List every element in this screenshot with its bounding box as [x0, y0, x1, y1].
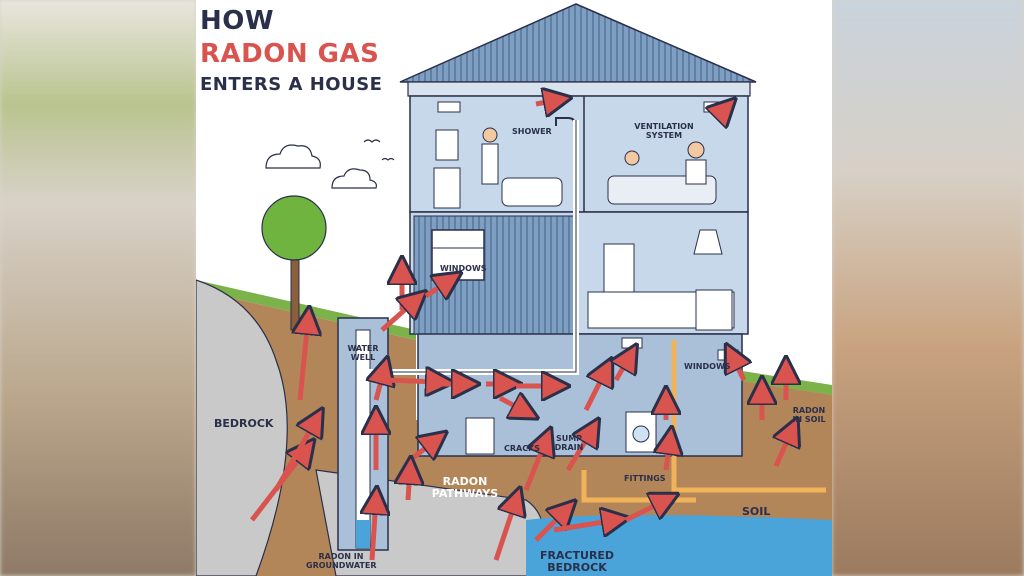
house-illustration — [196, 3, 832, 576]
bird-icon — [363, 139, 395, 161]
label-sump-drain: SUMP DRAIN — [554, 434, 584, 452]
label-radon-in-groundwater: RADON IN GROUNDWATER — [306, 552, 377, 570]
label-windows-basement: WINDOWS — [684, 362, 731, 371]
title-line-2: RADON GAS — [200, 39, 380, 69]
label-radon-in-soil: RADON IN SOIL — [792, 406, 826, 424]
label-bedrock: BEDROCK — [214, 417, 274, 430]
label-windows-upper: WINDOWS — [440, 264, 487, 273]
label-ventilation-system: VENTILATION SYSTEM — [634, 122, 694, 140]
label-cracks: CRACKS — [504, 444, 541, 453]
label-radon-pathways: RADON PATHWAYS — [431, 475, 499, 500]
blurred-background-right — [832, 0, 1024, 576]
title-line-3: ENTERS A HOUSE — [200, 74, 383, 95]
label-fittings: FITTINGS — [624, 474, 666, 483]
blurred-background-left — [0, 0, 196, 576]
tree-crown — [261, 195, 327, 261]
label-shower: SHOWER — [512, 127, 552, 136]
label-fractured-bedrock: FRACTURED BEDROCK — [539, 549, 615, 574]
cloud-icon — [265, 144, 377, 189]
radon-arrows — [250, 100, 792, 561]
roof — [399, 3, 757, 83]
title-line-1: HOW — [200, 6, 275, 36]
label-water-well: WATER WELL — [347, 344, 379, 362]
infographic-panel: HOW RADON GAS ENTERS A HOUSE SHOWER VENT… — [196, 0, 832, 576]
label-soil: SOIL — [742, 505, 771, 518]
